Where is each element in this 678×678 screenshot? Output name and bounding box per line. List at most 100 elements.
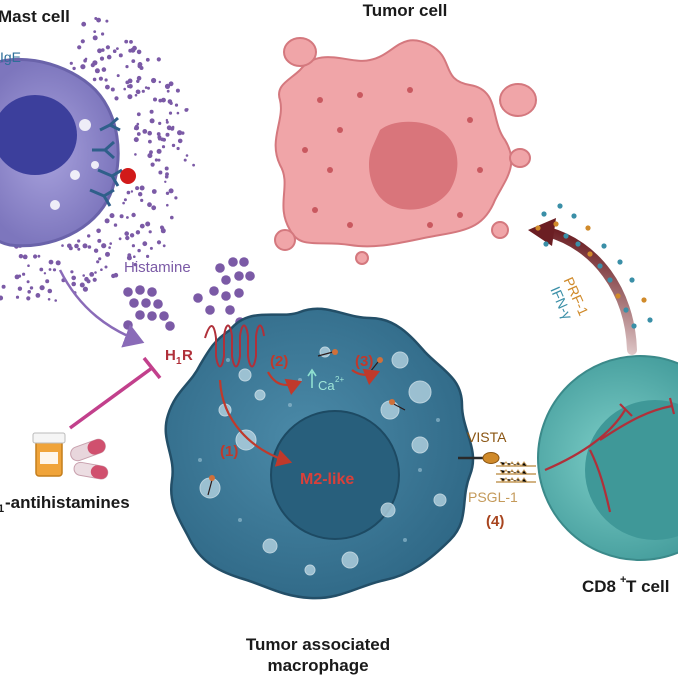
granule bbox=[105, 84, 110, 90]
granule bbox=[136, 132, 141, 136]
granule bbox=[140, 198, 144, 202]
granule bbox=[124, 231, 129, 236]
granule bbox=[135, 89, 141, 95]
granule bbox=[109, 213, 115, 219]
granule bbox=[158, 80, 161, 84]
granule bbox=[37, 254, 41, 258]
cytokine-granule bbox=[641, 297, 647, 303]
granule bbox=[134, 93, 138, 97]
granule bbox=[145, 57, 150, 62]
granule bbox=[92, 35, 98, 41]
granule bbox=[125, 80, 130, 85]
granule bbox=[168, 188, 174, 194]
h1r-label: H bbox=[165, 347, 176, 364]
mast-cell-nucleus bbox=[0, 95, 77, 175]
granule bbox=[112, 49, 117, 53]
granule bbox=[174, 103, 179, 107]
granule bbox=[164, 83, 171, 89]
step-1-label: (1) bbox=[220, 443, 238, 460]
granule bbox=[129, 40, 133, 44]
granule bbox=[87, 234, 91, 238]
granule bbox=[80, 64, 86, 70]
granule bbox=[87, 245, 92, 249]
cytotoxic-granules bbox=[535, 203, 653, 329]
granule bbox=[162, 244, 166, 248]
cytokine-granule bbox=[615, 293, 621, 299]
cytokine-granule bbox=[563, 233, 569, 239]
granule bbox=[158, 98, 163, 103]
cd8-title: CD8 bbox=[582, 577, 616, 596]
granule bbox=[80, 39, 85, 44]
granule bbox=[131, 59, 136, 63]
histamine-molecule bbox=[205, 305, 215, 315]
inhibition-line bbox=[68, 366, 154, 430]
granule bbox=[116, 74, 120, 78]
step-4-label: (4) bbox=[486, 513, 504, 530]
granule bbox=[164, 180, 167, 183]
granule bbox=[27, 290, 32, 294]
h1r-receptor bbox=[204, 324, 265, 368]
granule bbox=[149, 150, 153, 155]
granule bbox=[161, 145, 166, 149]
granule bbox=[39, 267, 44, 272]
antihistamines-title: -antihistamines bbox=[5, 493, 130, 512]
granule bbox=[137, 62, 143, 67]
cytokine-granule bbox=[647, 317, 653, 323]
histamine-molecule bbox=[141, 298, 151, 308]
psgl1-label: PSGL-1 bbox=[468, 489, 518, 505]
granule bbox=[146, 254, 150, 258]
granule bbox=[135, 186, 140, 191]
mast-to-receptor-arrow bbox=[58, 269, 145, 348]
granule bbox=[55, 260, 61, 266]
granule bbox=[165, 120, 169, 124]
step-3-label: (3) bbox=[355, 353, 373, 370]
cytokine-granule bbox=[587, 251, 593, 257]
macrophage-title-line1: Tumor associated bbox=[246, 635, 390, 654]
granule bbox=[69, 61, 73, 65]
granule bbox=[170, 126, 175, 131]
granule bbox=[29, 286, 34, 290]
granule bbox=[82, 274, 85, 277]
granule bbox=[99, 56, 105, 61]
m2-label: M2-like bbox=[300, 471, 354, 488]
granule bbox=[129, 233, 135, 238]
granule bbox=[72, 66, 76, 71]
granule bbox=[94, 271, 97, 274]
granule bbox=[130, 190, 134, 193]
granule bbox=[136, 75, 142, 81]
granule bbox=[89, 272, 95, 277]
granule bbox=[118, 237, 122, 241]
granule bbox=[96, 228, 101, 234]
pathway-arrow-2 bbox=[267, 371, 303, 396]
cytokine-granule bbox=[557, 203, 563, 209]
granule bbox=[150, 162, 155, 167]
granule bbox=[97, 48, 102, 54]
granule bbox=[185, 154, 189, 157]
vista-psgl1-interaction bbox=[458, 452, 536, 483]
granule bbox=[71, 281, 76, 287]
mast-cell-title: Mast cell bbox=[0, 7, 70, 26]
granule bbox=[177, 138, 183, 144]
granule bbox=[148, 139, 152, 144]
granule bbox=[0, 295, 4, 301]
granule bbox=[94, 17, 98, 20]
granule bbox=[161, 97, 166, 103]
granule bbox=[177, 130, 183, 136]
histamine-molecule bbox=[228, 257, 238, 267]
granule bbox=[147, 130, 152, 136]
granule bbox=[123, 198, 127, 202]
cytokine-granule bbox=[617, 259, 623, 265]
granule bbox=[48, 259, 54, 265]
step-2-label: (2) bbox=[270, 353, 288, 370]
granule bbox=[148, 230, 152, 234]
granule bbox=[165, 118, 169, 122]
granule bbox=[136, 112, 141, 117]
granule bbox=[132, 45, 137, 51]
granule bbox=[154, 158, 158, 162]
granule bbox=[77, 247, 81, 251]
granule bbox=[128, 48, 133, 53]
granule bbox=[133, 262, 138, 267]
pathway-arrow-1 bbox=[218, 379, 293, 467]
cytokine-granule bbox=[631, 323, 637, 329]
